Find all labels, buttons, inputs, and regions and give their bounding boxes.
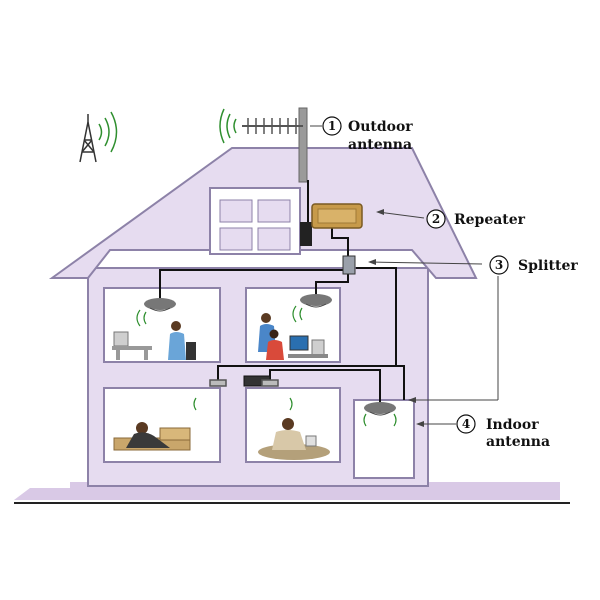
person-on-sofa-icon xyxy=(113,422,191,451)
ceiling-antenna-icon-upper-left xyxy=(144,296,176,312)
people-at-computer-icon xyxy=(258,313,328,360)
antenna-signal-waves xyxy=(219,108,237,144)
callout-label-line-2: antenna xyxy=(486,434,550,450)
callout-label-line-2: antenna xyxy=(348,137,412,153)
indoor-signal-waves xyxy=(136,305,397,427)
callout-number: 4 xyxy=(462,417,470,431)
callout-number: 1 xyxy=(328,119,336,133)
callout-indoor-antenna: 4 Indoor antenna xyxy=(456,414,550,450)
cell-tower-icon xyxy=(79,114,97,163)
callout-splitter: 3 Splitter xyxy=(489,255,578,275)
tower-signal-waves xyxy=(98,111,118,153)
ceiling-antenna-icon-side xyxy=(364,396,396,416)
callout-outdoor-antenna: 1 Outdoor antenna xyxy=(322,116,413,153)
callout-arrows xyxy=(368,209,424,427)
callout-repeater: 2 Repeater xyxy=(426,209,526,229)
callout-label-line-1: Repeater xyxy=(454,212,526,228)
room-lower-left xyxy=(103,387,221,463)
callout-number: 3 xyxy=(495,258,503,272)
callout-label-line-1: Splitter xyxy=(518,258,578,274)
callout-leaders xyxy=(310,125,499,425)
callout-label-line-1: Indoor xyxy=(486,417,539,433)
callout-number-badge xyxy=(489,255,509,275)
person-at-desk-icon xyxy=(112,321,196,360)
callout-number-badge xyxy=(322,116,342,136)
ceiling-antenna-icon-lower xyxy=(209,379,279,387)
repeater-box-icon xyxy=(311,203,363,229)
callout-number-badge xyxy=(426,209,446,229)
callout-number: 2 xyxy=(432,212,440,226)
cables xyxy=(159,180,405,400)
splitter-icon xyxy=(342,255,356,275)
yagi-antenna-icon xyxy=(242,107,308,183)
ceiling-antenna-icon-upper-right xyxy=(300,290,332,308)
callout-number-badge xyxy=(456,414,476,434)
person-on-phone-icon xyxy=(258,418,330,460)
callout-label-line-1: Outdoor xyxy=(348,119,413,135)
